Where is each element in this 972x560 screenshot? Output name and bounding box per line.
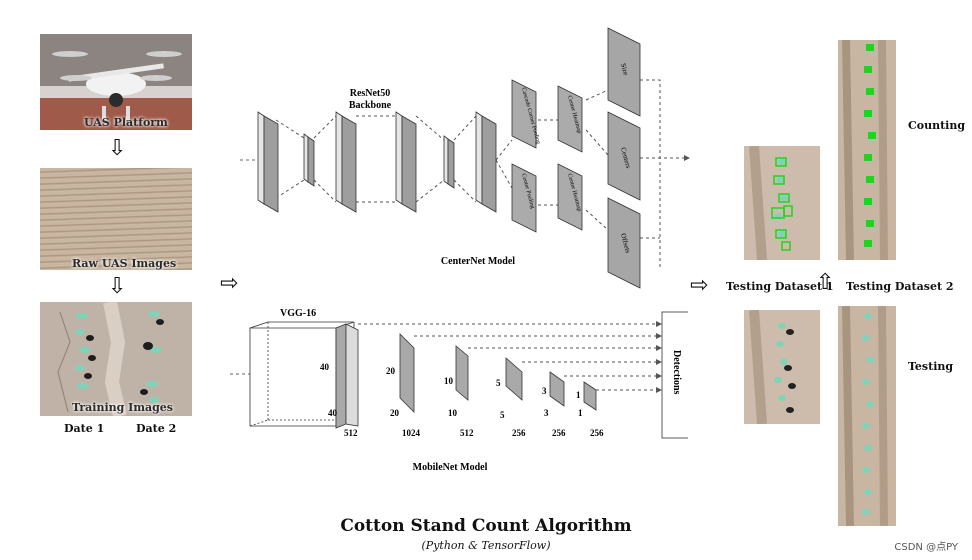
training-images-label: Training Images — [72, 401, 173, 414]
counting-label: Counting — [908, 119, 966, 132]
raw-uas-images-photo: Raw UAS Images — [40, 168, 192, 270]
mobilenet-model-label: MobileNet Model — [413, 462, 488, 473]
down-arrow-icon: ⇩ — [108, 136, 127, 161]
dim-depth: 256 — [552, 428, 566, 438]
dim-depth: 256 — [512, 428, 526, 438]
dim-bottom: 5 — [500, 410, 505, 420]
testing-dataset1-photo — [744, 310, 820, 424]
date1-label: Date 1 — [64, 422, 105, 435]
dim-top: 20 — [386, 366, 396, 376]
down-arrow-icon: ⇩ — [108, 274, 127, 299]
testing-dataset1-counted-photo — [744, 146, 820, 260]
csdn-watermark: CSDN @点PY — [894, 542, 958, 553]
uas-platform-label: UAS Platform — [84, 116, 168, 129]
detections-box — [661, 311, 688, 439]
dim-top: 1 — [576, 390, 581, 400]
testing-dataset2-photo — [838, 306, 896, 526]
uas-platform-photo: UAS Platform — [40, 34, 192, 130]
dim-depth: 1024 — [402, 428, 421, 438]
dim-top: 5 — [496, 378, 501, 388]
testing-dataset2-label: Testing Dataset 2 — [846, 280, 954, 293]
date2-label: Date 2 — [136, 422, 177, 435]
testing-label: Testing — [908, 360, 954, 373]
dim-top: 10 — [444, 376, 454, 386]
diagram-title: Cotton Stand Count Algorithm — [340, 516, 632, 536]
right-arrow-icon: ⇨ — [220, 271, 239, 296]
training-images-photo: Training Images — [40, 302, 192, 416]
dim-bottom: 10 — [448, 408, 458, 418]
vgg16-label: VGG-16 — [280, 308, 316, 319]
mobilenet-diagram: Detections VGG-16 40 40 512 20 20 1024 1… — [230, 308, 688, 473]
dim-bottom: 1 — [578, 408, 583, 418]
dim-bottom: 40 — [328, 408, 338, 418]
raw-uas-images-label: Raw UAS Images — [72, 257, 177, 270]
dim-depth: 512 — [460, 428, 474, 438]
dim-top: 40 — [320, 362, 330, 372]
testing-dataset1-label: Testing Dataset 1 — [726, 280, 834, 293]
dim-top: 3 — [542, 386, 547, 396]
dim-bottom: 20 — [390, 408, 400, 418]
up-arrow-icon: ⇧ — [816, 270, 835, 295]
detections-label: Detections — [671, 350, 682, 395]
dim-depth: 256 — [590, 428, 604, 438]
output-label-size: Size — [619, 62, 630, 76]
testing-dataset2-counted-photo — [838, 40, 896, 260]
right-arrow-icon: ⇨ — [690, 273, 709, 298]
centernet-model-label: CenterNet Model — [441, 256, 515, 267]
dim-depth: 512 — [344, 428, 358, 438]
dim-bottom: 3 — [544, 408, 549, 418]
diagram-subtitle: (Python & TensorFlow) — [421, 539, 551, 552]
